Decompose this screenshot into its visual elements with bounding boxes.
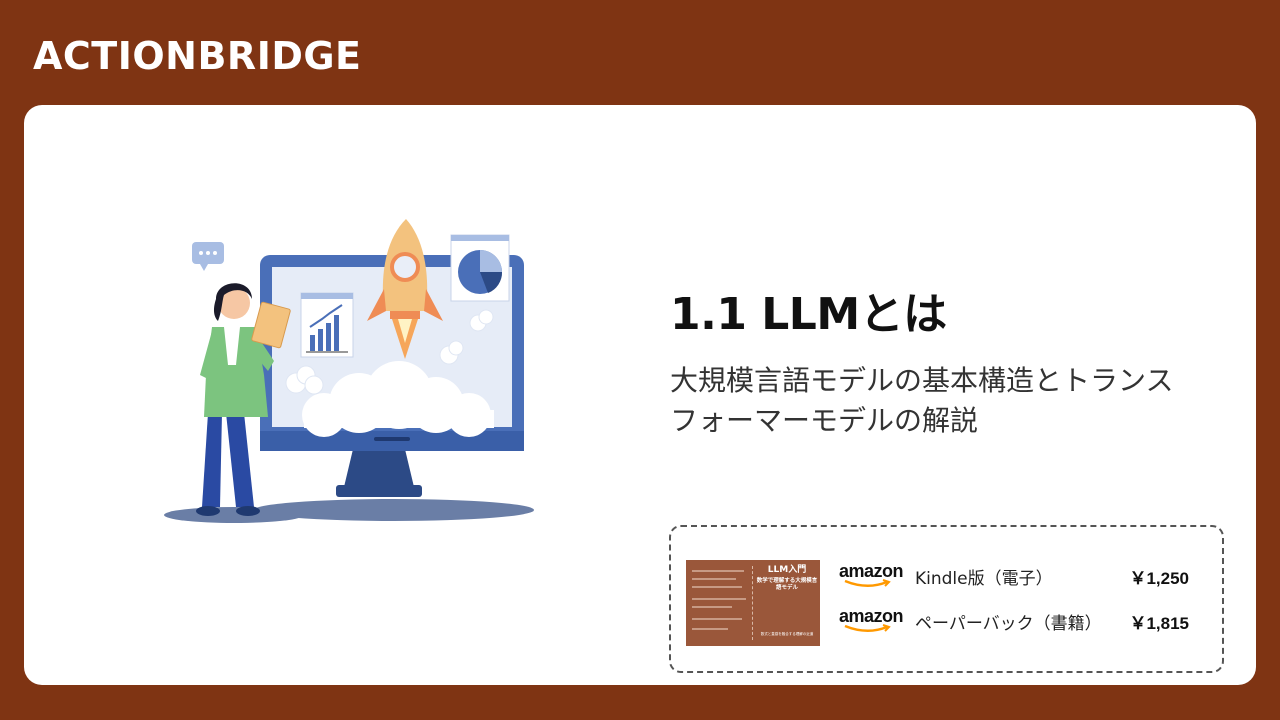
amazon-smile-icon: [844, 579, 891, 587]
purchase-format-label: Kindle版（電子）: [915, 569, 1053, 589]
purchase-option-kindle[interactable]: amazon Kindle版（電子） ￥1,250: [839, 561, 1199, 591]
purchase-price: ￥1,250: [1129, 569, 1189, 588]
purchase-option-paperback[interactable]: amazon ペーパーバック（書籍） ￥1,815: [839, 606, 1199, 636]
amazon-logo-icon[interactable]: amazon: [839, 561, 907, 591]
book-cover-footer: 数式と直感を融合する理解の近道: [760, 632, 814, 636]
slide-title: 1.1 LLMとは: [670, 289, 947, 340]
amazon-logo-text: amazon: [839, 561, 904, 581]
pie-chart-icon: [450, 234, 510, 302]
purchase-price: ￥1,815: [1129, 614, 1189, 633]
illustration-launch-monitor: [164, 219, 534, 523]
book-cover-image[interactable]: LLM入門 数学で理解する大規模言語モデル 数式と直感を融合する理解の近道: [686, 560, 820, 646]
rocket-icon: [367, 219, 443, 359]
purchase-box: LLM入門 数学で理解する大規模言語モデル 数式と直感を融合する理解の近道 am…: [669, 525, 1224, 673]
slide-card: 1.1 LLMとは 大規模言語モデルの基本構造とトランスフォーマーモデルの解説 …: [24, 105, 1256, 685]
brand-logo-text: ACTIONBRIDGE: [33, 34, 362, 78]
book-cover-subtitle: 数学で理解する大規模言語モデル: [756, 578, 818, 591]
slide-subtitle: 大規模言語モデルの基本構造とトランスフォーマーモデルの解説: [670, 364, 1174, 437]
person-illustration: [196, 283, 291, 516]
amazon-logo-text: amazon: [839, 606, 904, 626]
amazon-smile-icon: [844, 624, 891, 632]
book-cover-title: LLM入門: [767, 565, 807, 575]
bar-chart-icon: [300, 292, 354, 358]
purchase-format-label: ペーパーバック（書籍）: [915, 614, 1102, 634]
chat-bubble-icon: [192, 242, 224, 271]
amazon-logo-icon[interactable]: amazon: [839, 606, 907, 636]
